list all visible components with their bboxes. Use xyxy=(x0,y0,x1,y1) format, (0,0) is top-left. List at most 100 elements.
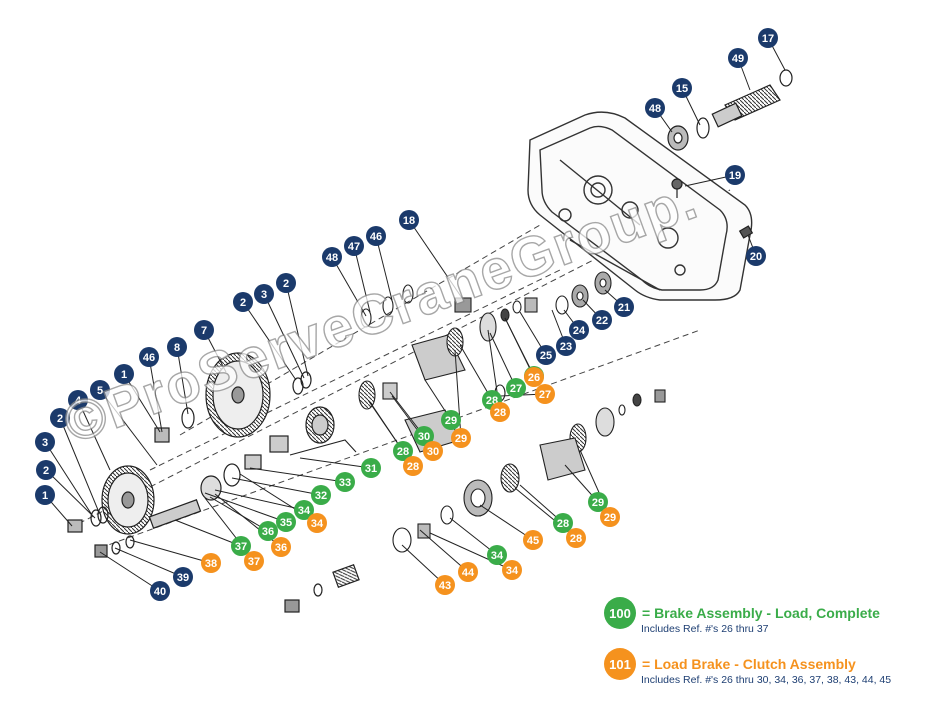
callout-20: 20 xyxy=(746,246,766,266)
callout-label: 40 xyxy=(154,586,166,598)
callout-badge xyxy=(311,485,331,505)
callout-label: 28 xyxy=(570,533,582,545)
callout-label: 24 xyxy=(573,325,586,337)
leader-line xyxy=(176,346,189,415)
callout-badge xyxy=(451,428,471,448)
callout-badge xyxy=(536,345,556,365)
leader-line xyxy=(459,344,493,401)
callout-badge xyxy=(553,513,573,533)
callout-badge xyxy=(423,441,443,461)
callout-1: 1 xyxy=(114,364,134,384)
callout-39: 39 xyxy=(173,567,193,587)
leader-line xyxy=(285,282,309,377)
callout-34: 34 xyxy=(502,560,522,580)
callout-badge xyxy=(506,378,526,398)
callout-badge xyxy=(258,521,278,541)
leader-line xyxy=(489,332,517,389)
callout-label: 34 xyxy=(311,518,324,530)
callout-29: 29 xyxy=(451,428,471,448)
callout-badge xyxy=(35,485,55,505)
callout-label: 36 xyxy=(275,542,287,554)
callout-2: 2 xyxy=(276,273,296,293)
callout-badge xyxy=(487,545,507,565)
callout-label: 48 xyxy=(649,103,661,115)
callout-label: 43 xyxy=(439,580,451,592)
callout-33: 33 xyxy=(335,472,355,492)
callout-badge xyxy=(399,210,419,230)
leader-line xyxy=(209,496,269,532)
leader-line xyxy=(99,389,158,466)
callout-badge xyxy=(35,432,55,452)
callout-43: 43 xyxy=(435,575,455,595)
callout-4: 4 xyxy=(68,390,88,410)
leader-line xyxy=(408,219,463,299)
callout-label: 8 xyxy=(174,342,180,354)
callout-29: 29 xyxy=(441,410,461,430)
callout-2: 2 xyxy=(36,460,56,480)
callout-label: 34 xyxy=(491,550,504,562)
callout-17: 17 xyxy=(758,28,778,48)
callout-26: 26 xyxy=(524,367,544,387)
callout-badge xyxy=(322,247,342,267)
callout-3: 3 xyxy=(35,432,55,452)
leader-line xyxy=(479,504,534,541)
leader-line xyxy=(114,547,184,578)
callout-label: 30 xyxy=(418,431,430,443)
gearbox-housing xyxy=(527,111,753,301)
callout-label: 28 xyxy=(397,446,409,458)
callout-badge xyxy=(523,530,543,550)
callout-40: 40 xyxy=(150,581,170,601)
callout-label: 37 xyxy=(235,541,247,553)
callout-34: 34 xyxy=(487,545,507,565)
leader-line xyxy=(45,469,96,519)
callout-label: 31 xyxy=(365,463,377,475)
callout-badge xyxy=(271,537,291,557)
callout-19: 19 xyxy=(725,165,745,185)
callout-label: 18 xyxy=(403,215,415,227)
leader-line xyxy=(419,529,469,573)
callout-badge xyxy=(167,337,187,357)
callout-36: 36 xyxy=(258,521,278,541)
callout-label: 39 xyxy=(177,572,189,584)
callout-label: 44 xyxy=(462,567,475,579)
callout-3: 3 xyxy=(254,284,274,304)
callout-badge xyxy=(758,28,778,48)
callout-label: 29 xyxy=(455,433,467,445)
callout-label: 2 xyxy=(240,297,246,309)
callout-label: 20 xyxy=(750,251,762,263)
callout-badge xyxy=(441,410,461,430)
leader-line xyxy=(263,293,305,379)
callout-label: 2 xyxy=(57,413,63,425)
callout-label: 2 xyxy=(43,465,49,477)
callout-5: 5 xyxy=(90,380,110,400)
legend-sub-100: Includes Ref. #'s 26 thru 37 xyxy=(641,623,769,635)
callout-1: 1 xyxy=(35,485,55,505)
callout-badge xyxy=(746,246,766,266)
callout-label: 34 xyxy=(298,505,311,517)
callout-badge xyxy=(502,560,522,580)
callout-badge xyxy=(244,551,264,571)
callout-badge xyxy=(645,98,665,118)
callout-badge xyxy=(294,500,314,520)
callout-label: 46 xyxy=(370,231,382,243)
callout-8: 8 xyxy=(167,337,187,357)
callout-28: 28 xyxy=(393,441,413,461)
callout-badge xyxy=(524,367,544,387)
callout-badge xyxy=(569,320,589,340)
leader-line xyxy=(99,551,161,592)
callout-badge xyxy=(233,292,253,312)
callout-label: 47 xyxy=(348,241,360,253)
callout-badge xyxy=(361,458,381,478)
callout-badge xyxy=(335,472,355,492)
callout-badge xyxy=(725,165,745,185)
callout-badge xyxy=(254,284,274,304)
leader-line xyxy=(123,373,161,433)
callout-25: 25 xyxy=(536,345,556,365)
input-shaft xyxy=(667,69,793,239)
legend-load-brake-clutch: 101 = Load Brake - Clutch Assembly Inclu… xyxy=(604,648,891,686)
leader-line xyxy=(231,477,322,496)
callout-badge xyxy=(600,507,620,527)
callout-2: 2 xyxy=(50,408,70,428)
callout-badge xyxy=(68,390,88,410)
callout-34: 34 xyxy=(294,500,314,520)
